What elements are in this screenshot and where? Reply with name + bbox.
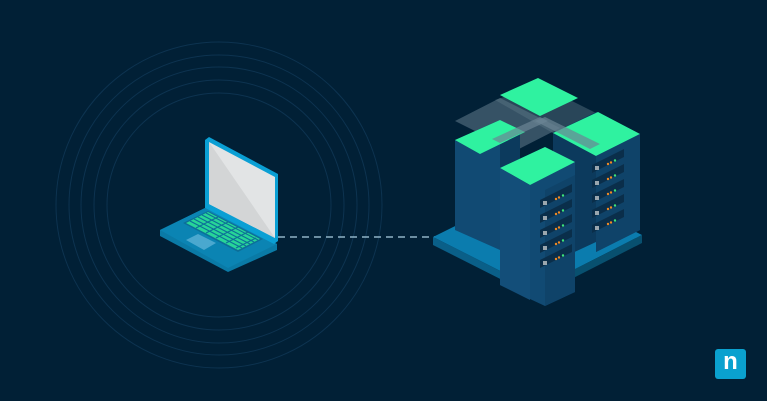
- drive-bays-front: [540, 184, 572, 268]
- laptop-icon: [160, 137, 278, 272]
- server-cluster-icon: [433, 78, 642, 306]
- brand-logo: n: [715, 349, 746, 379]
- brand-logo-letter: n: [723, 348, 738, 375]
- drive-bays-right: [592, 149, 624, 233]
- signal-rings: [55, 41, 383, 369]
